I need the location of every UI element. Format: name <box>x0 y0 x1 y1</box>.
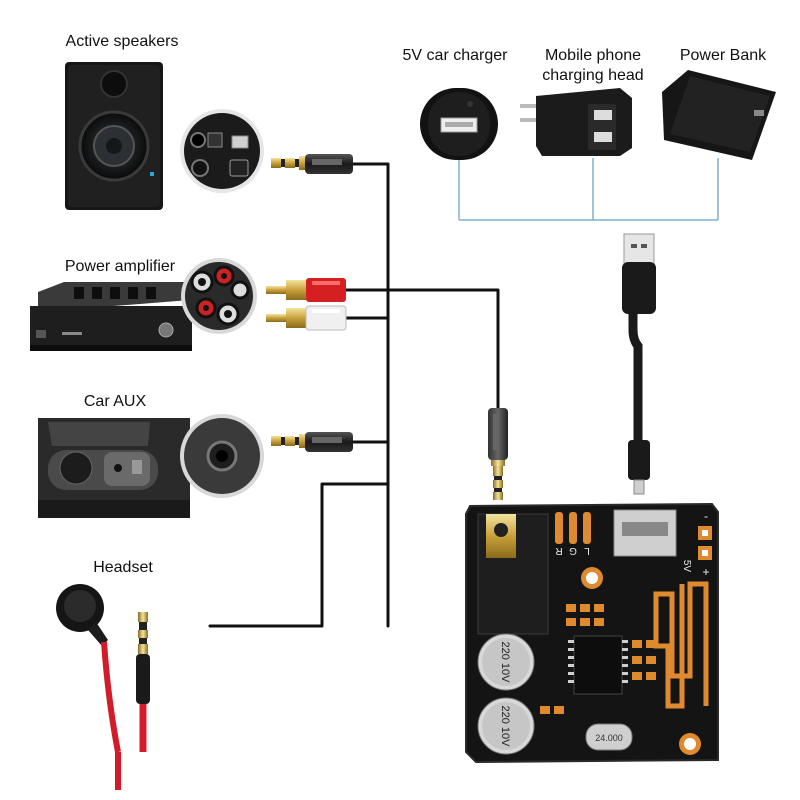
headset <box>56 584 150 790</box>
car-aux-console <box>38 418 190 518</box>
bluetooth-audio-board <box>465 502 719 764</box>
board-audio-plug <box>488 408 508 500</box>
rca-plug-red <box>266 278 346 302</box>
label-power-bank: Power Bank <box>679 47 767 64</box>
pin-label-r: R <box>555 545 562 556</box>
aux-jack-panel <box>180 414 264 498</box>
label-car-charger: 5V car charger <box>402 47 508 64</box>
label-phone-head: Mobile phone charging head <box>533 46 653 86</box>
power-amplifier <box>30 282 192 351</box>
speaker-audio-plug <box>271 154 353 174</box>
rca-jack-panel <box>181 258 257 334</box>
capacitor-2-label: 220 10V <box>499 706 511 748</box>
label-phone-head-line1: Mobile phone <box>544 47 642 64</box>
label-phone-head-line2: charging head <box>542 67 644 84</box>
label-power-amplifier: Power amplifier <box>64 258 176 275</box>
aux-audio-plug <box>271 432 353 452</box>
speaker-jack-panel <box>180 109 264 193</box>
usb-power-links <box>458 158 719 221</box>
capacitor-1-label: 220 10V <box>499 642 511 684</box>
rca-plug-white <box>266 305 347 331</box>
pin-label-minus: - <box>704 509 708 523</box>
usb-cable <box>622 233 656 495</box>
pin-label-5v: 5V <box>681 560 692 573</box>
label-car-aux: Car AUX <box>83 393 147 410</box>
power-bank <box>662 70 776 160</box>
audio-wires <box>208 162 500 628</box>
crystal-label: 24.000 <box>595 733 623 743</box>
pin-label-plus: + <box>702 565 709 579</box>
label-headset: Headset <box>93 559 153 576</box>
pin-label-g: G <box>569 545 577 556</box>
phone-charging-head <box>520 88 632 156</box>
label-active-speakers: Active speakers <box>65 33 179 50</box>
active-speaker <box>65 62 163 210</box>
car-charger <box>420 88 498 160</box>
pin-label-l: L <box>584 545 590 556</box>
